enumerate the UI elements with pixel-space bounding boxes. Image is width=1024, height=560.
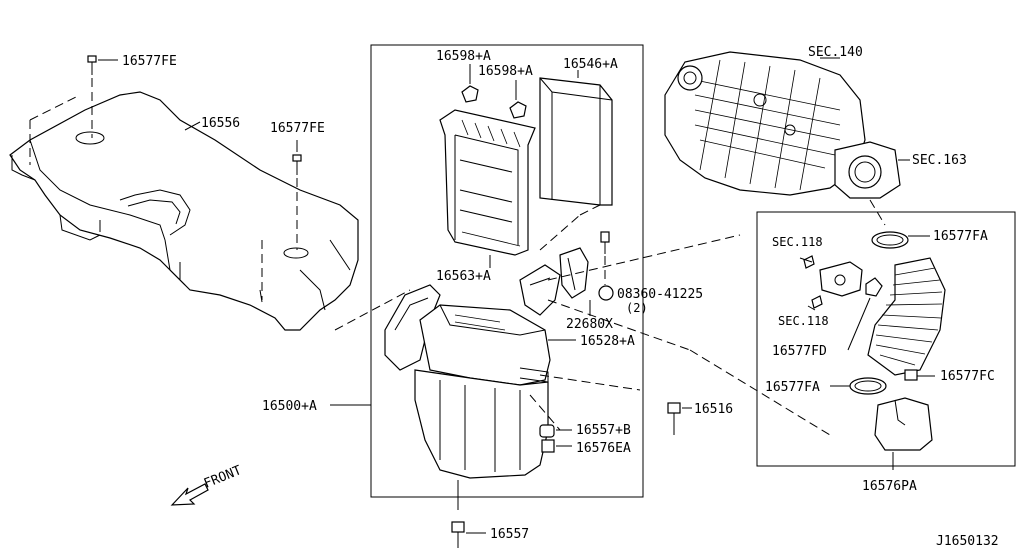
filter-frame-16563A (439, 109, 536, 256)
air-duct-hose-16576PA (867, 257, 946, 451)
sensor-sec118 (803, 255, 863, 309)
bolt-16557 (451, 480, 465, 548)
label-16556: 16556 (201, 116, 240, 131)
label-08360-41225: 08360-41225 (617, 287, 703, 302)
air-cleaner-body-16500A (414, 367, 549, 479)
label-16500A: 16500+A (262, 399, 317, 414)
label-sec118-2: SEC.118 (778, 314, 829, 328)
air-cleaner-case-16528A (384, 264, 561, 386)
bolt-16577FE-mid (292, 154, 302, 175)
screw-08360-41225 (598, 231, 614, 301)
mass-air-flow-sensor-22680X (559, 247, 589, 299)
air-cleaner-group-frame (370, 44, 644, 498)
label-sec118-1: SEC.118 (772, 235, 823, 249)
diagram-reference-code: J1650132 (936, 534, 999, 549)
label-sec163: SEC.163 (912, 153, 967, 168)
label-16576EA: 16576EA (576, 441, 631, 456)
front-arrow-icon (170, 483, 209, 506)
clamp-16577FC (904, 369, 918, 381)
label-16557: 16557 (490, 527, 529, 542)
label-16563A: 16563+A (436, 269, 491, 284)
label-16577FA-2: 16577FA (765, 380, 820, 395)
clamp-16577FA-1 (871, 231, 909, 249)
spacer-16576EA (541, 439, 555, 453)
label-16528A: 16528+A (580, 334, 635, 349)
bolt-16577FE-top (87, 55, 97, 75)
label-08360-qty: (2) (626, 301, 648, 315)
label-16546A: 16546+A (563, 57, 618, 72)
clamp-16577FD (865, 277, 883, 297)
label-16577FE-mid: 16577FE (270, 121, 325, 136)
label-16598A-2: 16598+A (478, 64, 533, 79)
grommet-16557B (539, 424, 555, 438)
clip-16598A-1 (461, 85, 479, 103)
clamp-16577FA-2 (849, 377, 887, 395)
label-16577FA-1: 16577FA (933, 229, 988, 244)
label-16576PA: 16576PA (862, 479, 917, 494)
air-cover-16556 (9, 91, 359, 331)
label-16557B: 16557+B (576, 423, 631, 438)
label-22680X: 22680X (566, 317, 613, 332)
label-16598A-1: 16598+A (436, 49, 491, 64)
filter-element-16546A (539, 77, 613, 206)
label-16577FE-top: 16577FE (122, 54, 177, 69)
bolt-16516 (667, 402, 681, 435)
label-16577FD: 16577FD (772, 344, 827, 359)
label-sec140: SEC.140 (808, 45, 863, 60)
label-front: FRONT (202, 463, 244, 492)
clip-16598A-2 (509, 101, 527, 119)
label-16516: 16516 (694, 402, 733, 417)
throttle-body-sec163 (834, 141, 901, 199)
air-duct-group-frame (756, 211, 1016, 467)
label-16577FC: 16577FC (940, 369, 995, 384)
